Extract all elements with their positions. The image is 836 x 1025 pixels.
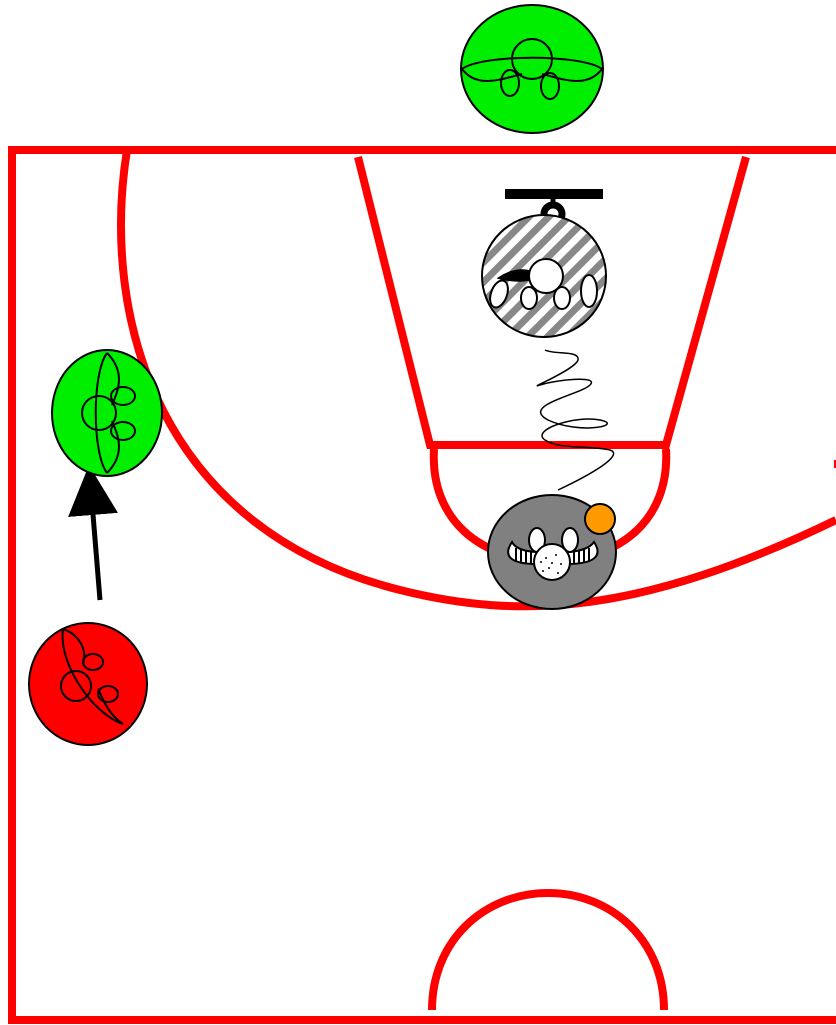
player-top (461, 5, 603, 133)
player-left-wing-body (52, 350, 162, 476)
court (12, 150, 836, 1020)
center-circle (432, 893, 664, 1010)
dribble-zigzag (537, 350, 613, 490)
player-left-wing (52, 350, 162, 476)
player-left-moving-body (29, 623, 147, 745)
player-defender-foot-left (521, 287, 537, 309)
ball (585, 504, 615, 534)
player-defender-head (529, 259, 563, 293)
player-left-moving (29, 623, 147, 745)
player-top-body (461, 5, 603, 133)
player-defender-arm-right (581, 275, 597, 307)
player-defender (482, 215, 606, 337)
cut-arrow (91, 490, 100, 600)
